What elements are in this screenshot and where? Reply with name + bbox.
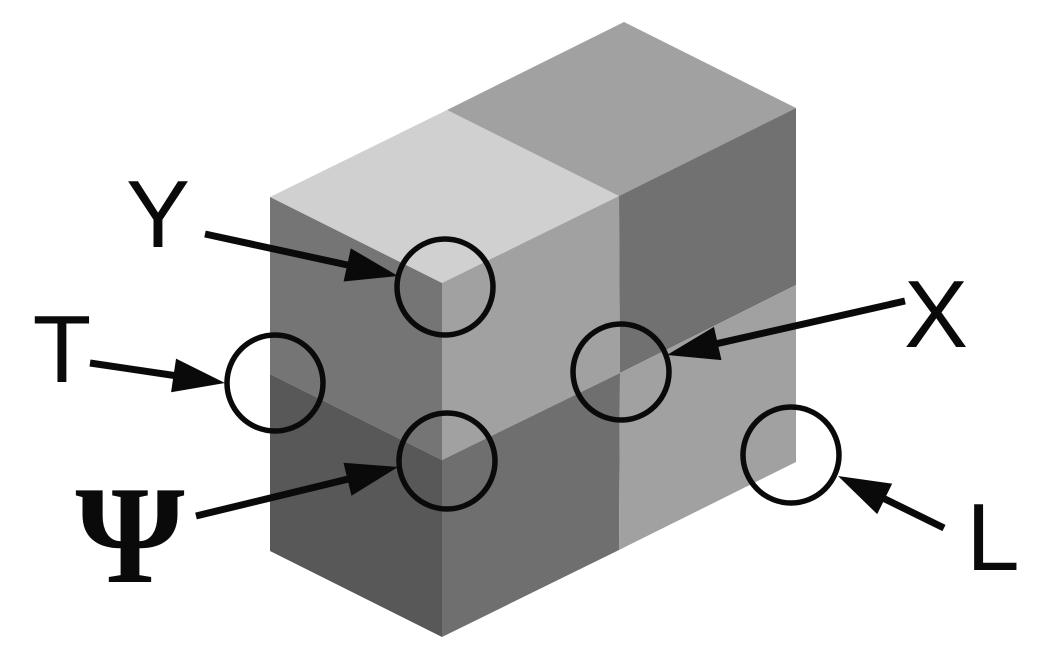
callout-arrow-head-X <box>667 326 722 361</box>
callout-label-T: T <box>33 296 92 403</box>
box-face-left-lower <box>270 374 442 637</box>
box-face-left-upper <box>270 197 442 460</box>
callout-arrow-shaft-Psi <box>195 474 354 520</box>
callout-arrow-shaft-X <box>712 297 906 349</box>
callout-arrow-head-T <box>171 358 225 393</box>
callout-circle-X <box>570 321 672 423</box>
callout-circle-T <box>224 332 326 434</box>
callout-circle-Psi <box>396 410 498 512</box>
callout-arrow-head-L <box>838 476 893 515</box>
callout-label-X: X <box>904 261 968 368</box>
box-face-right-lower-left <box>442 373 620 637</box>
callout-arrow-shaft-Y <box>204 230 353 270</box>
callout-circle-Y <box>394 236 496 338</box>
callout-label-Psi: Ψ <box>75 458 184 613</box>
callout-arrow-head-Psi <box>343 462 398 496</box>
callout-label-Y: Y <box>126 161 190 268</box>
box-face-right-upper-right <box>619 108 796 373</box>
box-face-top-back-right <box>447 22 796 196</box>
callout-arrow-shaft-T <box>89 359 180 380</box>
box-face-top-front-left <box>270 110 619 283</box>
callout-arrow-shaft-L <box>878 493 946 532</box>
callout-circle-L <box>740 404 842 506</box>
callout-label-L: L <box>966 484 1019 591</box>
callout-arrow-head-Y <box>343 248 398 282</box>
